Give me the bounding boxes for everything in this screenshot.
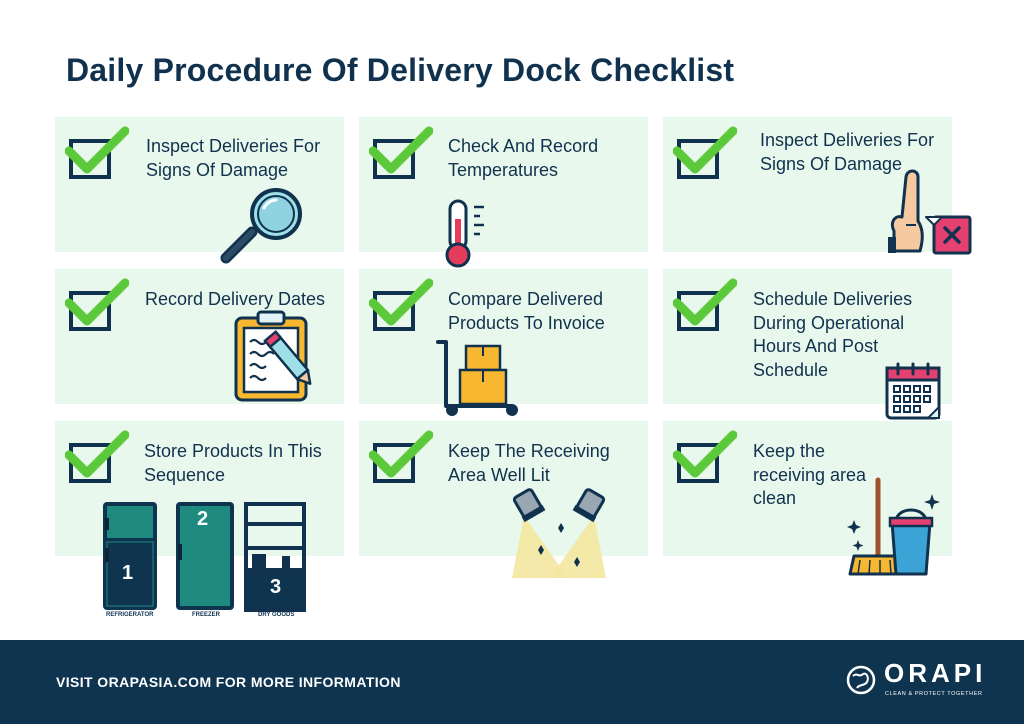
checklist-label: Inspect Deliveries For Signs Of Damage <box>760 130 935 174</box>
orapi-logo-wordmark: ORAPI <box>884 658 987 688</box>
storage-number-dry-goods: 3 <box>270 576 282 598</box>
checklist-label: Inspect Deliveries For Signs Of Damage <box>146 136 321 180</box>
checklist-label: Check And Record Temperatures <box>448 136 599 180</box>
stop-hand-reject-icon <box>888 169 972 255</box>
checkbox-checked-icon <box>65 430 129 483</box>
checklist-card-temperatures: Check And Record Temperatures <box>359 117 648 252</box>
orapi-logo-tagline: CLEAN & PROTECT TOGETHER <box>885 691 983 697</box>
checkbox-checked-icon <box>369 278 433 331</box>
clipboard-pencil-icon <box>234 310 312 402</box>
storage-units-drawing <box>103 502 306 612</box>
hand-truck-boxes-icon <box>436 340 518 416</box>
checkbox-checked-icon <box>65 278 129 331</box>
checklist-label: Keep the receiving area clean <box>753 441 867 508</box>
checklist-label: Record Delivery Dates <box>145 289 326 309</box>
storage-sequence-icon: 1 2 3 REFRIGERATOR FREEZER DRY GOODS <box>100 500 312 622</box>
thermometer-icon <box>445 199 484 268</box>
storage-caption-dry-goods: DRY GOODS <box>258 612 295 618</box>
spotlights-icon <box>512 488 606 578</box>
calendar-icon <box>885 362 941 420</box>
magnifying-glass-icon <box>220 188 302 264</box>
checklist-label: Compare Delivered Products To Invoice <box>448 289 605 333</box>
checkbox-checked-icon <box>65 126 129 179</box>
footer-link-text[interactable]: VISIT ORAPASIA.COM FOR MORE INFORMATION <box>56 674 401 690</box>
checkbox-checked-icon <box>369 126 433 179</box>
checkbox-checked-icon <box>369 430 433 483</box>
storage-number-freezer: 2 <box>197 508 209 530</box>
checkbox-checked-icon <box>673 126 737 179</box>
footer-bar: VISIT ORAPASIA.COM FOR MORE INFORMATION … <box>0 640 1024 724</box>
storage-caption-refrigerator: REFRIGERATOR <box>106 612 154 618</box>
page-title: Daily Procedure Of Delivery Dock Checkli… <box>66 52 735 88</box>
broom-bucket-icon <box>847 477 940 576</box>
checklist-label: Schedule Deliveries During Operational H… <box>753 289 913 380</box>
checklist-card-well-lit: Keep The Receiving Area Well Lit <box>359 421 648 556</box>
checklist-label: Store Products In This Sequence <box>144 441 322 485</box>
orapi-globe-logo-icon <box>846 665 876 695</box>
checklist-card-inspect-damage: Inspect Deliveries For Signs Of Damage <box>55 117 344 252</box>
storage-number-refrigerator: 1 <box>122 562 134 584</box>
storage-caption-freezer: FREEZER <box>192 612 221 618</box>
checkbox-checked-icon <box>673 278 737 331</box>
checklist-label: Keep The Receiving Area Well Lit <box>448 441 610 485</box>
checkbox-checked-icon <box>673 430 737 483</box>
